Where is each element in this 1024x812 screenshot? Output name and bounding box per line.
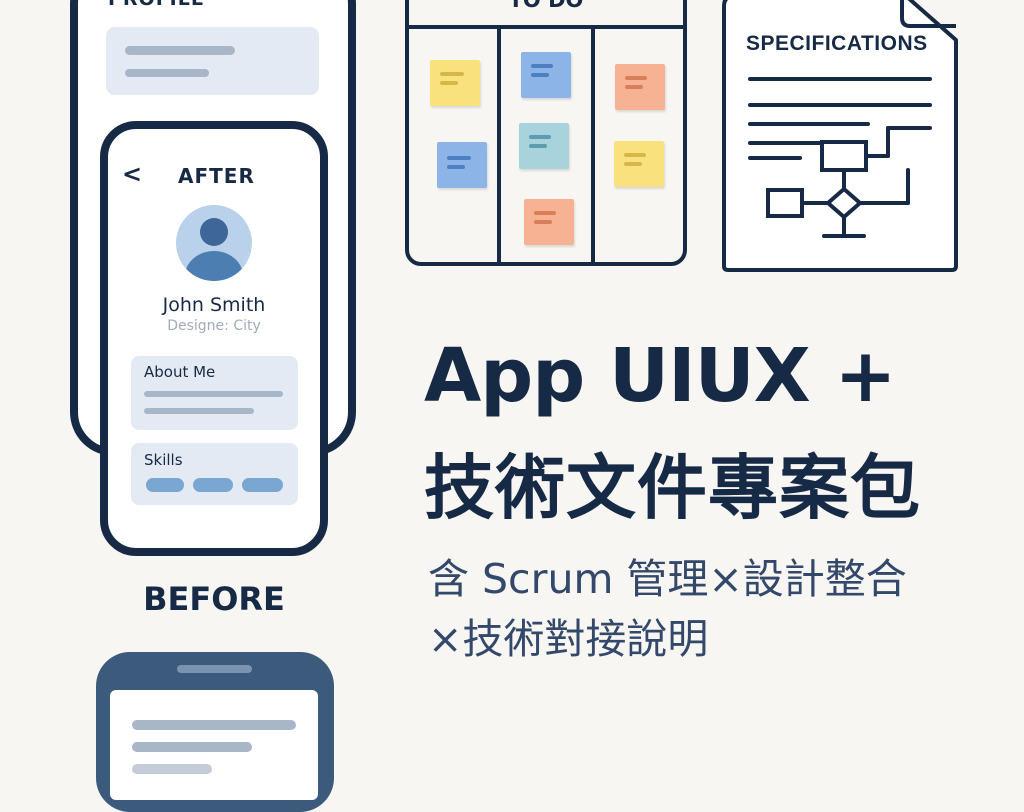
specifications-title: SPECIFICATIONS: [746, 32, 928, 55]
subheadline-line-2: ×技術對接說明: [428, 615, 709, 663]
sticky-note-blue[interactable]: [521, 52, 571, 98]
skills-card[interactable]: Skills: [131, 443, 298, 505]
sticky-note-line: [447, 156, 471, 160]
sticky-note-line: [534, 220, 552, 224]
profile-card: [106, 27, 319, 95]
skill-tag[interactable]: [242, 478, 283, 492]
sticky-note-line: [440, 81, 458, 85]
user-name: John Smith: [162, 294, 266, 316]
after-title: AFTER: [178, 164, 255, 188]
before-phone-speaker: [177, 665, 252, 673]
skill-tag[interactable]: [193, 478, 233, 492]
sticky-note-line: [440, 72, 464, 76]
user-role: Designe: City: [167, 318, 261, 334]
before-screen-line: [132, 720, 296, 730]
subheadline-line-1: 含 Scrum 管理×設計整合: [428, 555, 907, 603]
skills-label: Skills: [144, 451, 183, 469]
avatar-head: [200, 218, 228, 246]
back-chevron-icon[interactable]: <: [122, 160, 143, 188]
about-me-line: [144, 391, 283, 397]
sticky-note-line: [534, 211, 556, 215]
before-label: BEFORE: [143, 580, 285, 618]
before-screen-line: [132, 764, 212, 774]
before-screen-line: [132, 742, 252, 752]
sticky-note-yellow[interactable]: [430, 60, 480, 106]
sticky-note-line: [529, 135, 551, 139]
sticky-note-orange[interactable]: [524, 199, 574, 245]
sticky-note-line: [624, 153, 646, 157]
profile-card-line: [125, 46, 235, 55]
kanban-column-divider: [591, 28, 595, 264]
sticky-note-line: [447, 165, 465, 169]
headline-line-2: 技術文件專案包: [424, 447, 921, 529]
avatar: [176, 205, 252, 281]
kanban-header-divider: [405, 25, 687, 29]
sticky-note-teal[interactable]: [519, 123, 569, 169]
sticky-note-line: [529, 144, 547, 148]
kanban-column-divider: [497, 28, 501, 264]
headline-line-1: App UIUX +: [424, 333, 897, 419]
sticky-note-orange[interactable]: [615, 64, 665, 110]
before-phone-screen: [110, 690, 318, 800]
about-me-card[interactable]: About Me: [131, 356, 298, 430]
profile-card-line: [125, 69, 209, 77]
sticky-note-line: [625, 85, 643, 89]
document-icon: [722, 0, 958, 272]
sticky-note-line: [531, 64, 553, 68]
about-me-line: [144, 408, 254, 414]
sticky-note-line: [531, 73, 549, 77]
sticky-note-blue[interactable]: [437, 142, 487, 188]
about-me-label: About Me: [144, 363, 216, 381]
avatar-body: [185, 251, 243, 281]
sticky-note-line: [624, 162, 642, 166]
sticky-note-line: [625, 76, 647, 80]
skill-tag[interactable]: [146, 478, 184, 492]
kanban-title: TO DO: [508, 0, 584, 12]
profile-title: PROFILE: [108, 0, 205, 10]
sticky-note-yellow[interactable]: [614, 141, 664, 187]
